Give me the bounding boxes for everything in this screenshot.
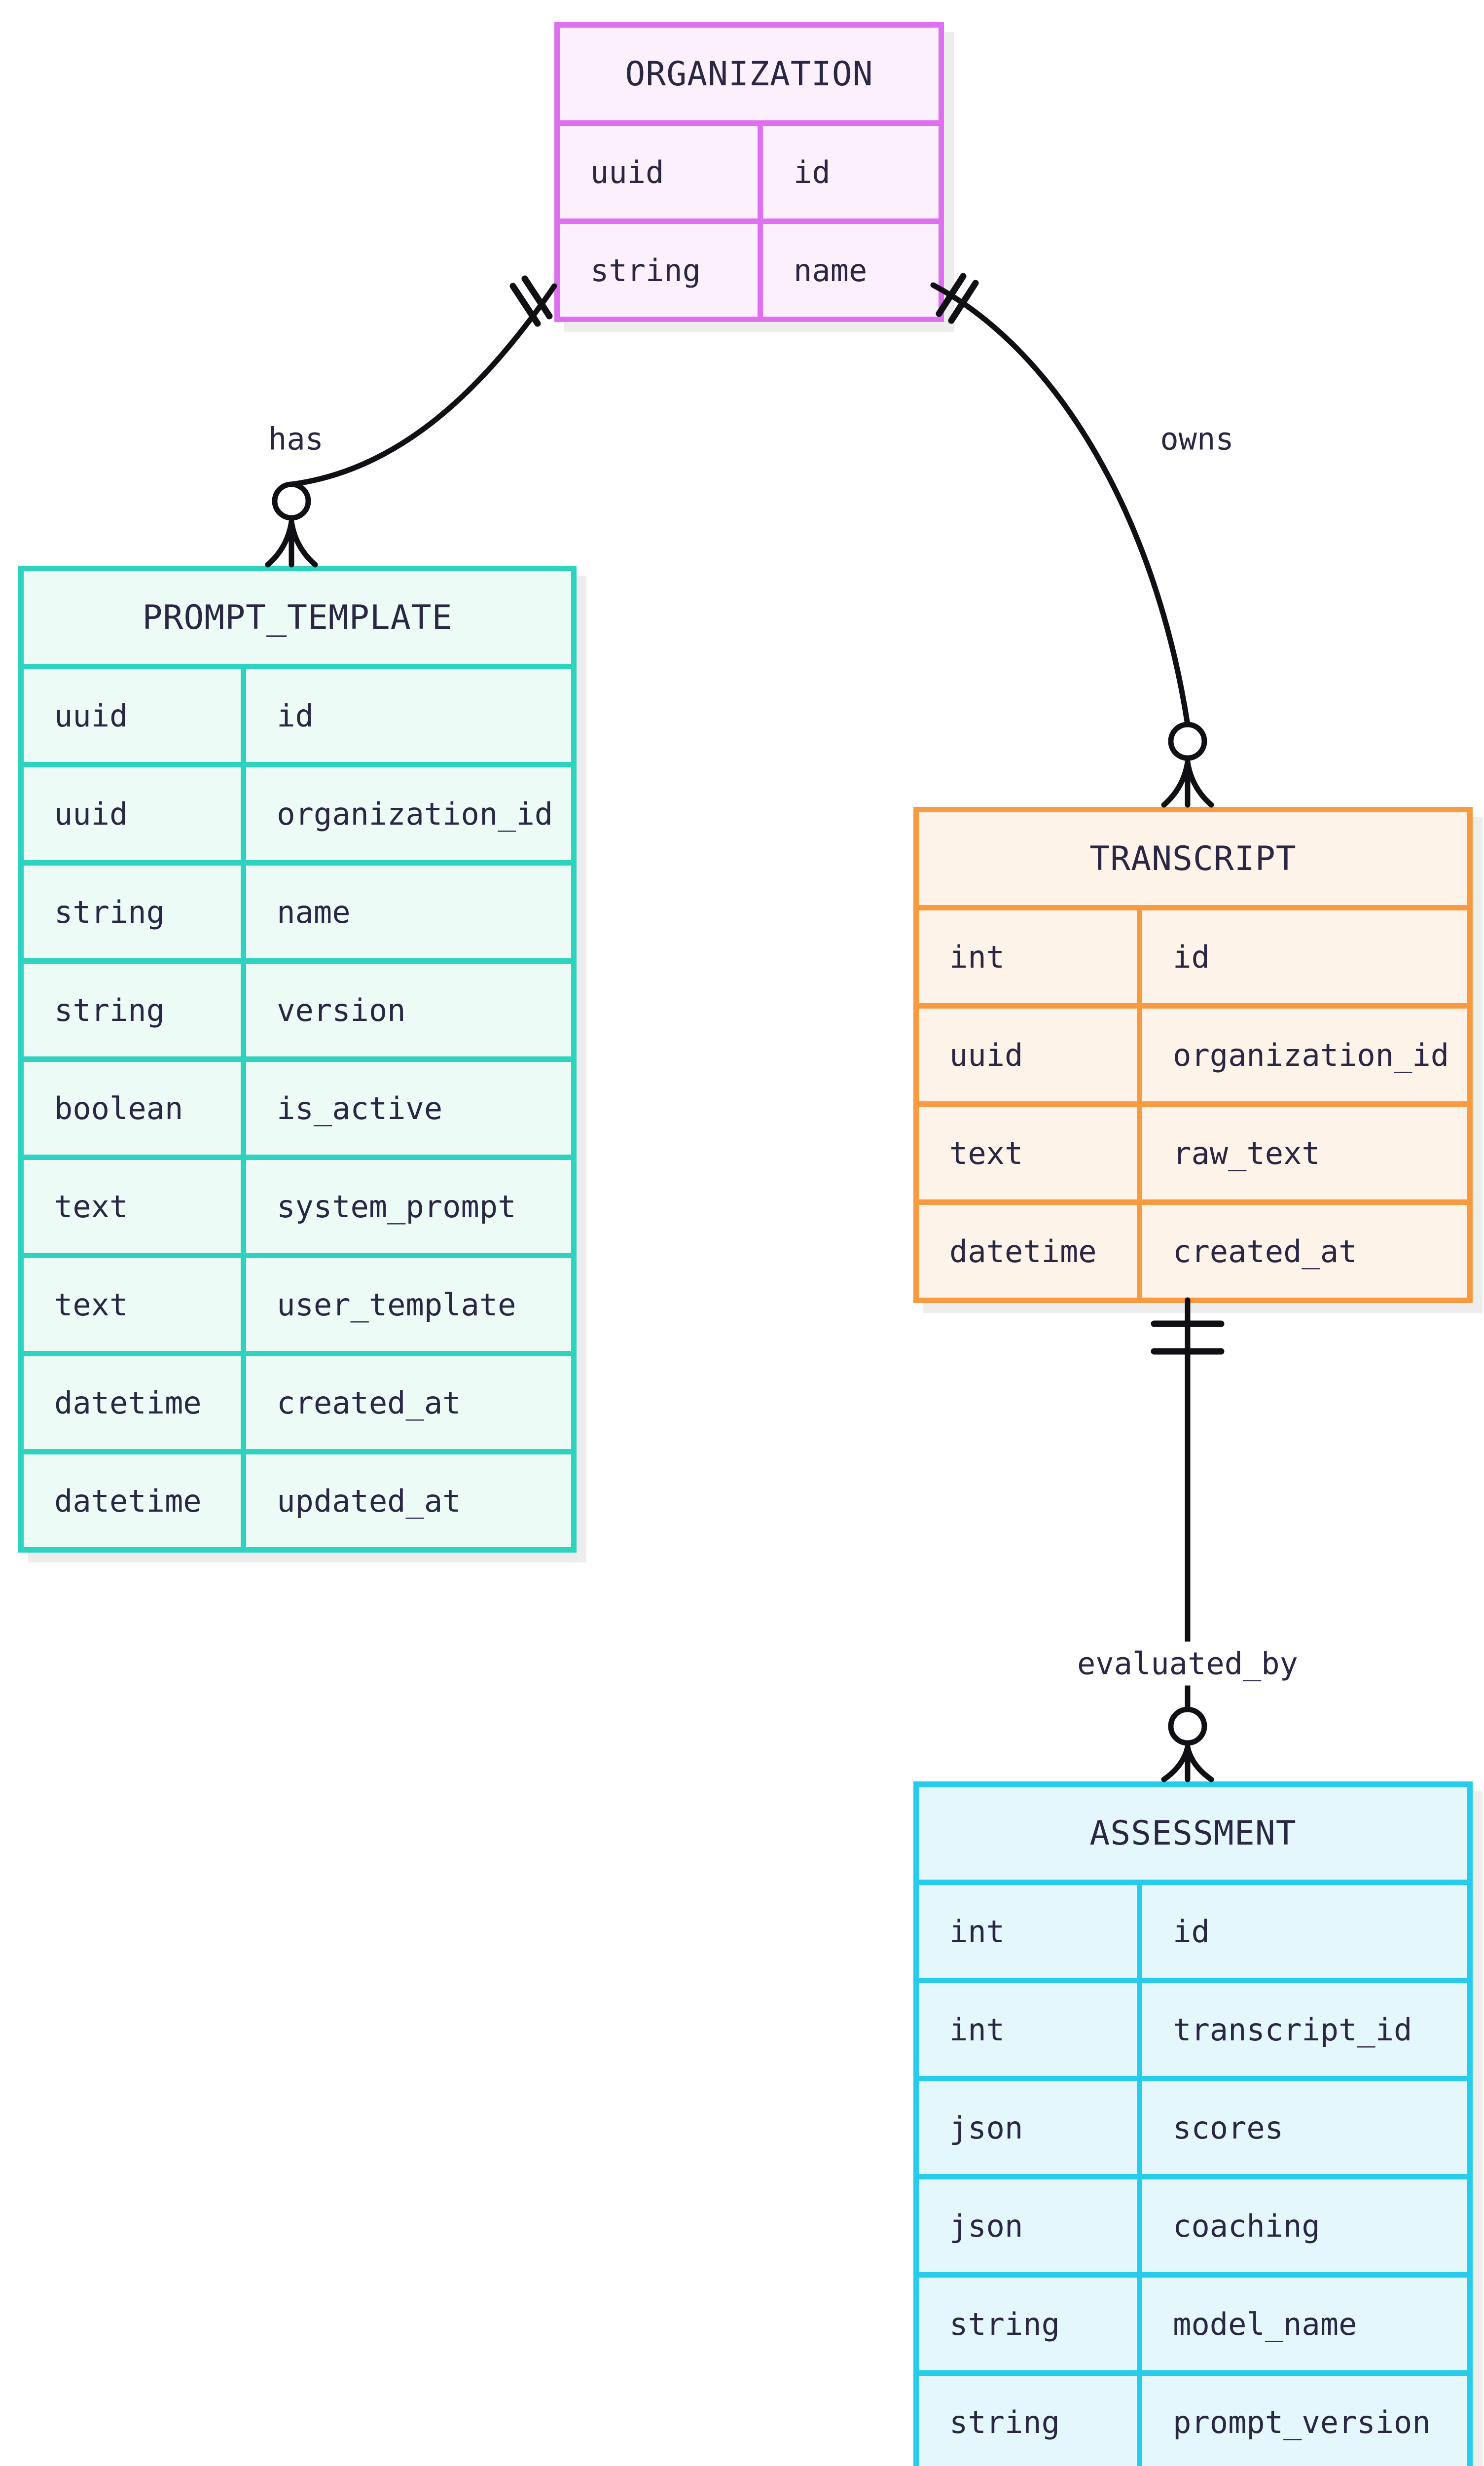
attribute-type-cell: string <box>560 224 758 317</box>
attribute-name-cell: organization_id <box>1142 1009 1467 1101</box>
attribute-type-cell: json <box>919 2081 1137 2174</box>
attribute-name-cell: created_at <box>1142 1205 1467 1298</box>
attribute-type-cell: string <box>919 2278 1137 2370</box>
attribute-type-cell: boolean <box>24 1062 241 1155</box>
attribute-name-cell: coaching <box>1142 2179 1467 2272</box>
attribute-type-cell: int <box>919 910 1137 1003</box>
attribute-name-cell: id <box>763 126 939 218</box>
relationship-line-evaluated-by <box>1151 1297 1225 1782</box>
attribute-name-cell: created_at <box>246 1356 571 1449</box>
attribute-type-cell: text <box>24 1258 241 1351</box>
zero-or-more-marker-icon <box>265 481 318 568</box>
attribute-name-cell: id <box>246 669 571 762</box>
attribute-type-cell: int <box>919 1885 1137 1978</box>
relationship-label-owns: owns <box>1151 417 1243 461</box>
relationship-label-has: has <box>259 417 332 461</box>
attribute-type-cell: uuid <box>919 1009 1137 1101</box>
attribute-name-cell: user_template <box>246 1258 571 1351</box>
attribute-type-cell: datetime <box>24 1454 241 1547</box>
attribute-name-cell: id <box>1142 1885 1467 1978</box>
entity-title: PROMPT_TEMPLATE <box>24 571 571 664</box>
attribute-name-cell: id <box>1142 910 1467 1003</box>
relationship-line-owns <box>930 273 1214 808</box>
attribute-type-cell: string <box>24 964 241 1056</box>
attribute-name-cell: prompt_version <box>1142 2376 1467 2466</box>
attribute-name-cell: scores <box>1142 2081 1467 2174</box>
one-and-only-one-marker-icon <box>509 275 553 327</box>
attribute-name-cell: is_active <box>246 1062 571 1155</box>
attribute-type-cell: string <box>24 866 241 958</box>
attribute-type-cell: text <box>919 1107 1137 1199</box>
entity-title: ASSESSMENT <box>919 1787 1467 1880</box>
attribute-name-cell: transcript_id <box>1142 1983 1467 2076</box>
attribute-type-cell: uuid <box>560 126 758 218</box>
attribute-name-cell: system_prompt <box>246 1160 571 1253</box>
attribute-name-cell: updated_at <box>246 1454 571 1547</box>
attribute-name-cell: organization_id <box>246 767 571 860</box>
attribute-type-cell: string <box>919 2376 1137 2466</box>
entity-title: ORGANIZATION <box>560 28 939 120</box>
attribute-type-cell: uuid <box>24 669 241 762</box>
attribute-name-cell: model_name <box>1142 2278 1467 2370</box>
attribute-type-cell: int <box>919 1983 1137 2076</box>
zero-or-more-marker-icon <box>1161 1706 1214 1782</box>
attribute-type-cell: uuid <box>24 767 241 860</box>
one-and-only-one-marker-icon <box>936 273 979 324</box>
attribute-name-cell: name <box>246 866 571 958</box>
attribute-type-cell: json <box>919 2179 1137 2272</box>
entity-title: TRANSCRIPT <box>919 812 1467 905</box>
attribute-name-cell: raw_text <box>1142 1107 1467 1199</box>
attribute-name-cell: name <box>763 224 939 317</box>
relationship-label-evaluated-by: evaluated_by <box>1068 1641 1307 1686</box>
attribute-type-cell: text <box>24 1160 241 1253</box>
attribute-type-cell: datetime <box>24 1356 241 1449</box>
one-and-only-one-marker-icon <box>1151 1320 1225 1355</box>
zero-or-more-marker-icon <box>1161 722 1214 808</box>
relationship-curve <box>930 282 1191 727</box>
attribute-type-cell: datetime <box>919 1205 1137 1298</box>
attribute-name-cell: version <box>246 964 571 1056</box>
